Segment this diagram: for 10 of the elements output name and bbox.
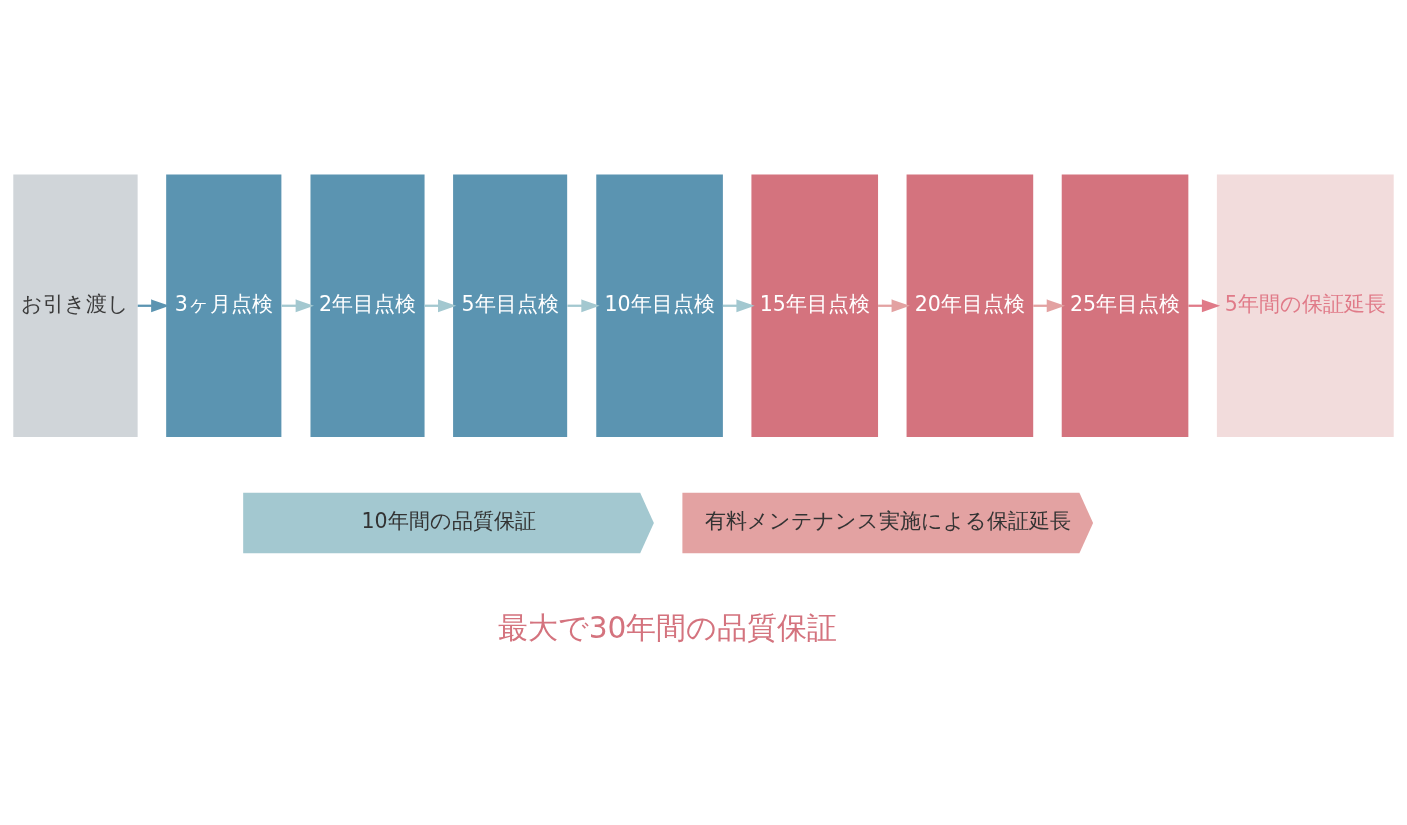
node-box: 5年目点検: [453, 174, 568, 437]
node-box: お引き渡し: [13, 174, 138, 437]
node-box: 15年目点検: [751, 174, 879, 437]
label: 最大で30年間の品質保証: [497, 609, 838, 645]
node-box: 3ヶ月点検: [166, 174, 282, 437]
node-box: 5年間の保証延長: [1216, 174, 1394, 437]
node-box: 10年目点検: [596, 174, 723, 437]
node-box: 20年目点検: [906, 174, 1034, 437]
node-box: 2年目点検: [310, 174, 425, 437]
node-box: 25年目点検: [1061, 174, 1189, 437]
